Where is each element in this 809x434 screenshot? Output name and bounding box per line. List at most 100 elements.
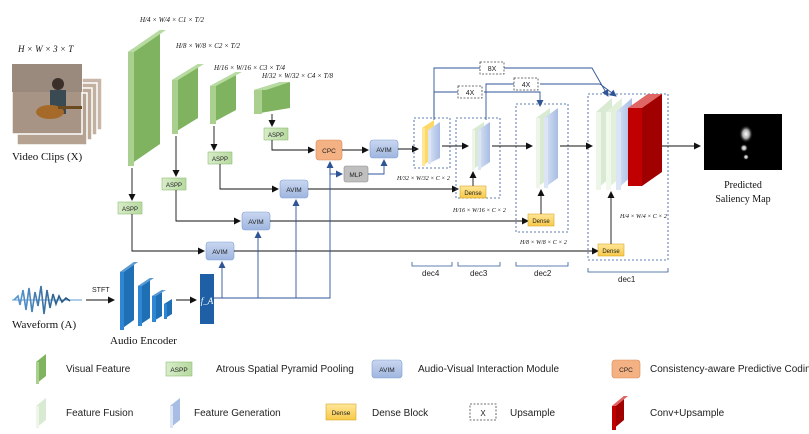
dec4-label: dec4 (422, 269, 440, 278)
svg-text:Conv+Upsample: Conv+Upsample (650, 408, 725, 419)
svg-text:AVIM: AVIM (212, 249, 227, 256)
video-dim-label: H × W × 3 × T (17, 44, 74, 54)
legend-avim: AVIM Audio-Visual Interaction Module (371, 359, 559, 379)
legend-aspp: ASPP Atrous Spatial Pyramid Pooling (165, 361, 354, 377)
output-label-line1: Predicted (724, 180, 762, 191)
dec4-stage-outline (413, 117, 451, 169)
upsample-box-8x: 8X (479, 61, 505, 75)
dec1-dim: H/4 × W/4 × C × 2 (619, 213, 667, 220)
svg-text:ASPP: ASPP (166, 183, 182, 189)
svg-text:f_A: f_A (201, 296, 214, 306)
svg-text:MLP: MLP (349, 172, 362, 179)
audio-encoder-label: Audio Encoder (110, 335, 177, 347)
dec1-stage-outline (587, 93, 669, 261)
legend: Visual Feature ASPP Atrous Spatial Pyram… (36, 354, 809, 430)
avim-box-4: AVIM (205, 241, 235, 261)
svg-text:Dense Block: Dense Block (372, 408, 429, 419)
saliency-map-image (704, 114, 782, 170)
aspp-box-3: ASPP (207, 151, 233, 165)
aspp-box-1: ASPP (117, 201, 143, 215)
svg-text:Dense: Dense (464, 191, 482, 197)
audio-flow-arrows (214, 159, 388, 299)
decoder-arrows (442, 142, 701, 244)
svg-text:Dense: Dense (602, 249, 620, 255)
svg-text:AVIM: AVIM (379, 367, 394, 374)
legend-upsample: X Upsample (469, 403, 555, 421)
svg-text:ASPP: ASPP (212, 157, 228, 163)
visual-feature-1 (128, 30, 166, 166)
svg-text:ASPP: ASPP (122, 207, 138, 213)
svg-text:Dense: Dense (332, 410, 351, 417)
svg-text:CPC: CPC (322, 148, 336, 155)
dense-box-3: Dense (459, 185, 487, 199)
aspp-box-2: ASPP (161, 177, 187, 191)
svg-text:Feature Fusion: Feature Fusion (66, 408, 133, 419)
svg-text:ASPP: ASPP (170, 367, 187, 374)
avim-box-top: AVIM (369, 139, 399, 159)
legend-cpc: CPC Consistency-aware Predictive Coding (611, 359, 809, 379)
upsample-box-4x-b: 4X (513, 77, 539, 91)
avim-box-2: AVIM (279, 179, 309, 199)
svg-text:Upsample: Upsample (510, 408, 555, 419)
feature-2-dim: H/8 × W/8 × C2 × T/2 (175, 42, 240, 50)
dec1-label: dec1 (618, 275, 636, 284)
feature-to-aspp-arrows (128, 114, 276, 201)
svg-text:Dense: Dense (532, 219, 550, 225)
video-clips-stack (11, 63, 103, 146)
svg-text:Visual Feature: Visual Feature (66, 364, 131, 375)
visual-flow-arrows (131, 140, 599, 255)
legend-feature-generation: Feature Generation (170, 398, 281, 428)
dec4-dim: H/32 × W/32 × C × 2 (396, 176, 450, 182)
svg-text:ASPP: ASPP (268, 133, 284, 139)
dec2-dim: H/8 × W/8 × C × 2 (519, 240, 567, 246)
dec4-blocks (422, 120, 440, 166)
legend-conv-upsample: Conv+Upsample (612, 396, 725, 430)
audio-encoder-block (120, 262, 172, 330)
dec3-blocks (472, 122, 490, 170)
video-clips-label: Video Clips (X) (12, 151, 83, 163)
upsample-box-4x-a: 4X (457, 85, 483, 99)
dec-labels (411, 262, 669, 273)
svg-text:4X: 4X (522, 82, 531, 89)
svg-text:AVIM: AVIM (286, 187, 301, 194)
visual-feature-3 (210, 72, 242, 124)
dense-box-1: Dense (597, 243, 625, 257)
svg-text:Atrous Spatial Pyramid Pooling: Atrous Spatial Pyramid Pooling (216, 364, 354, 375)
avim-box-3: AVIM (241, 211, 271, 231)
feature-3-dim: H/16 × W/16 × C3 × T/4 (213, 64, 285, 72)
svg-text:X: X (480, 409, 486, 418)
dec2-blocks (536, 108, 558, 188)
feature-4-dim: H/32 × W/32 × C4 × T/8 (261, 72, 333, 80)
svg-text:AVIM: AVIM (248, 219, 263, 226)
upsample-skip-arrows (433, 67, 617, 120)
legend-dense: Dense Dense Block (325, 403, 429, 421)
svg-text:CPC: CPC (619, 367, 633, 374)
legend-feature-fusion: Feature Fusion (36, 398, 133, 428)
svg-text:Audio-Visual Interaction Modul: Audio-Visual Interaction Module (418, 364, 559, 375)
visual-feature-4 (254, 82, 290, 114)
feature-1-dim: H/4 × W/4 × C1 × T/2 (139, 16, 204, 24)
visual-feature-2 (172, 64, 204, 134)
cpc-box: CPC (315, 139, 343, 161)
waveform-icon (12, 285, 82, 315)
mlp-box: MLP (343, 165, 369, 183)
svg-text:8X: 8X (488, 66, 497, 73)
svg-text:Consistency-aware Predictive C: Consistency-aware Predictive Coding (650, 364, 809, 375)
dec1-blocks (596, 94, 662, 190)
svg-text:Feature Generation: Feature Generation (194, 408, 281, 419)
legend-visual-feature: Visual Feature (36, 354, 131, 384)
output-label-line2: Saliency Map (715, 194, 770, 205)
dense-box-2: Dense (527, 213, 555, 227)
waveform-label: Waveform (A) (12, 319, 77, 331)
stft-label: STFT (92, 287, 110, 294)
svg-text:4X: 4X (466, 90, 475, 97)
fa-box: f_A (200, 274, 214, 324)
person-head-icon (52, 78, 64, 90)
guitar-icon (36, 105, 64, 119)
dec2-label: dec2 (534, 269, 552, 278)
dec3-label: dec3 (470, 269, 488, 278)
dec3-dim: H/16 × W/16 × C × 2 (452, 208, 506, 214)
aspp-box-4: ASPP (263, 127, 289, 141)
svg-text:AVIM: AVIM (376, 147, 391, 154)
